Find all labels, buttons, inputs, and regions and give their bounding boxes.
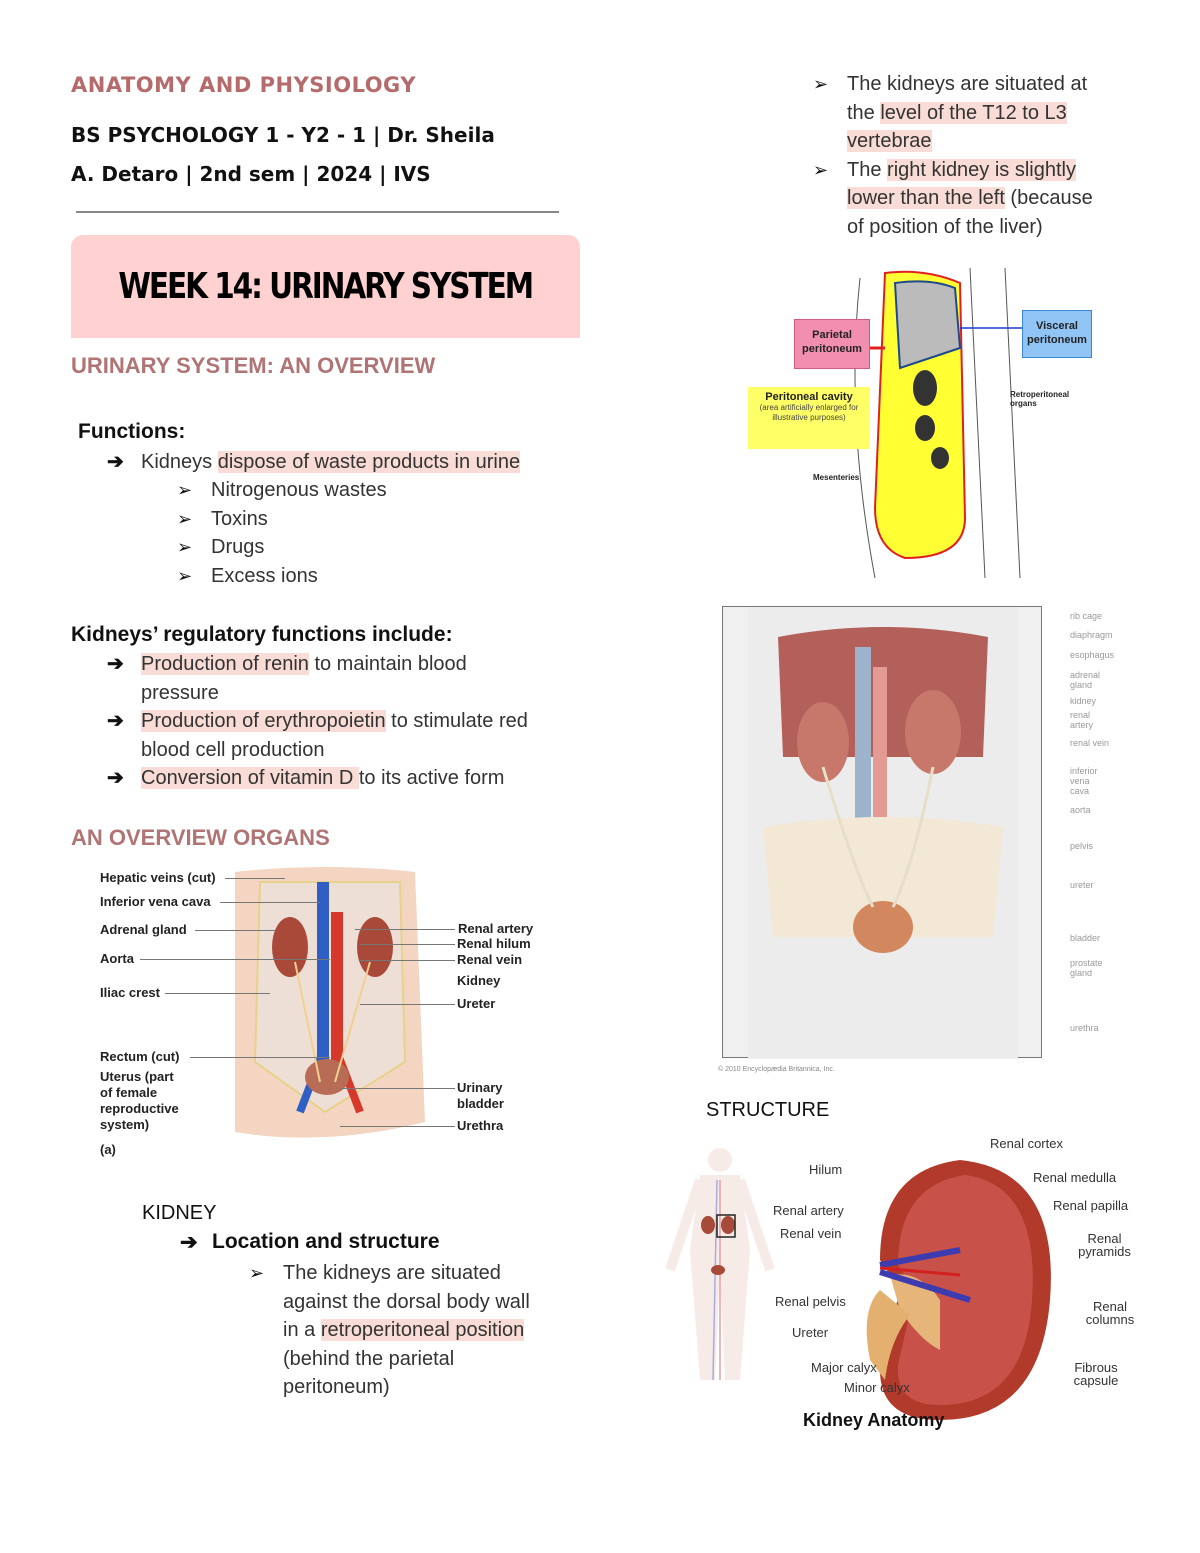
peritoneum-illustration xyxy=(850,267,1025,579)
list-item: ➔ Production of renin to maintain blood … xyxy=(107,650,581,707)
kidney-location-list: ➢ The kidneys are situated against the d… xyxy=(249,1259,573,1402)
organs-heading: AN OVERVIEW ORGANS xyxy=(71,825,330,850)
arrow-icon: ➔ xyxy=(107,653,124,675)
parietal-label: Parietal peritoneum xyxy=(794,319,870,369)
peritoneal-cavity-label: Peritoneal cavity (area artificially enl… xyxy=(748,387,870,449)
kidney-anatomy-figure: Renal cortex Renal medulla Renal papilla… xyxy=(640,1137,1150,1440)
highlight: dispose of waste products in urine xyxy=(217,451,521,473)
list-item: ➢Toxins xyxy=(177,505,571,534)
list-item: ➢Nitrogenous wastes xyxy=(177,476,571,505)
chevron-bullet-icon: ➢ xyxy=(177,480,193,500)
week-banner: WEEK 14: URINARY SYSTEM xyxy=(71,235,580,338)
list-item: ➢Drugs xyxy=(177,533,571,562)
organs-figure: Hepatic veins (cut) Inferior vena cava A… xyxy=(95,862,555,1157)
functions-list: ➔ Kidneys dispose of waste products in u… xyxy=(107,448,571,477)
chevron-bullet-icon: ➢ xyxy=(249,1263,265,1283)
arrow-icon: ➔ xyxy=(107,710,124,732)
waste-list: ➢Nitrogenous wastes ➢Toxins ➢Drugs ➢Exce… xyxy=(177,476,571,591)
list-item: ➔ Production of erythropoietin to stimul… xyxy=(107,707,581,764)
kidney-heading: KIDNEY xyxy=(142,1202,217,1224)
mesenteries-label: Mesenteries xyxy=(813,473,860,482)
kidney-position-list: ➢ The kidneys are situated at the level … xyxy=(813,70,1147,242)
kidney-anatomy-illustration xyxy=(665,1148,1051,1420)
kidney-subheading: ➔ Location and structure xyxy=(180,1230,440,1254)
list-item: ➔ Conversion of vitamin D to its active … xyxy=(107,764,581,793)
chevron-bullet-icon: ➢ xyxy=(813,159,829,180)
figure-credit: © 2010 Encyclopædia Britannica, Inc. xyxy=(718,1066,835,1073)
peritoneum-figure: Parietal peritoneum Visceral peritoneum … xyxy=(745,258,1100,583)
abdominal-organs-illustration xyxy=(235,867,425,1138)
list-item: ➢ The right kidney is slightly lower tha… xyxy=(813,156,1147,242)
male-urinary-figure xyxy=(722,606,1042,1059)
divider xyxy=(76,211,559,213)
course-meta-line2: A. Detaro | 2nd sem | 2024 | IVS xyxy=(71,162,431,186)
list-item: ➢Excess ions xyxy=(177,562,571,591)
chevron-bullet-icon: ➢ xyxy=(177,565,193,586)
arrow-icon: ➔ xyxy=(107,767,124,789)
arrow-icon: ➔ xyxy=(180,1231,198,1254)
male-urinary-illustration xyxy=(748,607,1018,1059)
week-title: WEEK 14: URINARY SYSTEM xyxy=(118,266,535,307)
regulatory-list: ➔ Production of renin to maintain blood … xyxy=(107,650,581,793)
list-item: ➢ The kidneys are situated at the level … xyxy=(813,70,1147,156)
visceral-label: Visceral peritoneum xyxy=(1022,310,1092,358)
chevron-bullet-icon: ➢ xyxy=(813,74,829,94)
kidney-anatomy-caption: Kidney Anatomy xyxy=(803,1410,945,1430)
arrow-icon: ➔ xyxy=(107,451,124,473)
structure-heading: STRUCTURE xyxy=(706,1099,830,1121)
regulatory-label: Kidneys’ regulatory functions include: xyxy=(71,623,453,646)
chevron-bullet-icon: ➢ xyxy=(177,508,193,529)
course-meta-line1: BS PSYCHOLOGY 1 - Y2 - 1 | Dr. Sheila xyxy=(71,123,495,147)
course-title: ANATOMY AND PHYSIOLOGY xyxy=(71,73,417,97)
chevron-bullet-icon: ➢ xyxy=(177,537,193,557)
list-item: ➢ The kidneys are situated against the d… xyxy=(249,1259,573,1402)
functions-label: Functions: xyxy=(78,420,186,443)
list-item: ➔ Kidneys dispose of waste products in u… xyxy=(107,448,571,477)
retroperitoneal-label: Retroperitoneal organs xyxy=(1010,390,1070,408)
course-meta: BS PSYCHOLOGY 1 - Y2 - 1 | Dr. Sheila A.… xyxy=(71,116,591,194)
overview-heading: URINARY SYSTEM: AN OVERVIEW xyxy=(71,353,436,378)
